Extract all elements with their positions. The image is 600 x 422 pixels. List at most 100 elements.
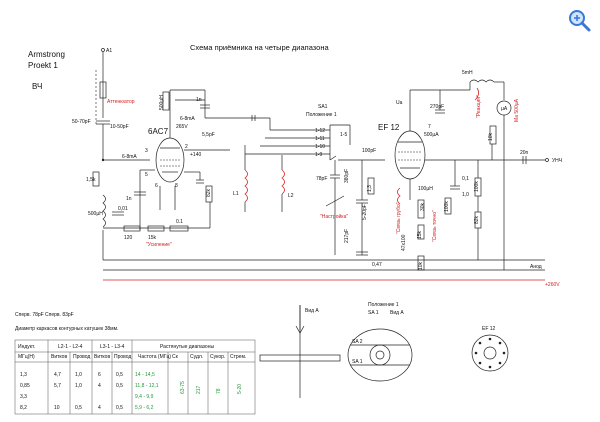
- antenna-input: A1 Аттенюатор 50-70pF 10-50pF 6-8mA 1,5k…: [72, 48, 150, 260]
- attenuator-label: Аттенюатор: [107, 99, 135, 105]
- table-cell: 0,5: [116, 405, 123, 411]
- switch-sa1-label: SA 1: [368, 310, 379, 316]
- pin-1-10: 1-10: [315, 144, 325, 150]
- coil-l2: L2: [281, 155, 294, 212]
- cur500-label: 500µA: [424, 132, 439, 138]
- switch-sa1: SA1 Положение 1 1-12 1-11 1-10 1-9 1-5: [245, 104, 358, 161]
- c5-20-label: 5-20pF: [362, 204, 368, 220]
- table-cell: 4,7: [54, 372, 61, 378]
- c047-label: 0,47: [372, 262, 382, 268]
- section-label: ВЧ: [32, 82, 42, 91]
- table-cell: 8,2: [20, 405, 27, 411]
- choke-5mh-label: 5mH: [462, 70, 473, 76]
- pin7-label: 7: [428, 124, 431, 130]
- plate-choke-label: 500µH: [159, 95, 165, 110]
- r10k-b-label: 10k: [488, 132, 494, 141]
- note-diameter: Диаметр каркасов контурных катушек 38мм.: [15, 326, 118, 332]
- pin-1-9: 1-9: [315, 152, 322, 158]
- antenna-label: A1: [106, 48, 112, 54]
- v140-label: +140: [190, 152, 201, 158]
- col-mkh: МГц(Н): [18, 354, 35, 360]
- pin-1-11: 1-11: [315, 136, 325, 142]
- pin-1-5: 1-5: [340, 132, 347, 138]
- meter-label: Ма 500µA: [514, 98, 520, 122]
- table-cell: 9,4 - 9,9: [135, 394, 154, 400]
- regen-label: "Реакция": [476, 95, 482, 118]
- ua-label: Ua: [396, 100, 403, 106]
- coupling-fine-label: "Связь точно": [432, 210, 438, 242]
- v260-rail-label: +260V: [545, 282, 560, 288]
- zoom-in-button[interactable]: [566, 8, 592, 34]
- table-cell: 11,8 - 12,1: [135, 383, 159, 389]
- table-cell: 5,7: [54, 383, 61, 389]
- table-cell: 0,85: [20, 383, 30, 389]
- tube1-label: 6AC7: [148, 127, 169, 136]
- c20n-label: 20n: [520, 150, 529, 156]
- c270-label: 270pF: [430, 104, 444, 110]
- tuning-label: "Настройка": [320, 213, 348, 220]
- coil-l1: L1: [233, 145, 248, 212]
- table-cell: 0,5: [116, 383, 123, 389]
- c01-label: 0,1: [462, 176, 469, 182]
- r120-label: 120: [124, 235, 133, 241]
- pin6-label: 6: [155, 183, 158, 189]
- sa1-label: SA1: [318, 104, 328, 110]
- cap-range-label: 50-70pF: [72, 119, 91, 125]
- col-sukor: Сукор.: [210, 354, 225, 360]
- view-a-label: Вид А: [305, 308, 319, 314]
- cap-5-5-label: 5,5pF: [202, 132, 215, 138]
- tube-ef12: EF 12 7 500µA Ua 270pF 100µH 30k "Связь …: [378, 89, 482, 271]
- table-cell: 3,3: [20, 394, 27, 400]
- col-vitkov-1: Витков: [51, 354, 67, 360]
- switch-pos-label: Положение 1: [368, 302, 399, 308]
- cap-1n-top-label: 1n: [196, 97, 202, 103]
- col-freq: Частота (МГц): [138, 354, 171, 360]
- pin3-label: 3: [145, 148, 148, 154]
- r1-3-label: 1,3: [367, 185, 373, 192]
- cap-001-label: 0,01: [118, 206, 128, 212]
- cap-10-50-label: 10-50pF: [110, 124, 129, 130]
- group-l3: L3-1 - L3-4: [100, 344, 125, 350]
- switch-sa1b-label: SA 1: [352, 359, 363, 365]
- page-title: Схема приёмника на четыре диапазона: [190, 43, 329, 52]
- pin-1-12: 1-12: [315, 128, 325, 134]
- pin2-label: 2: [185, 144, 188, 150]
- cap-1n-mid-label: 1n: [126, 196, 132, 202]
- c78-label: 78pF: [316, 176, 327, 182]
- sa1-pos-label: Положение 1: [306, 112, 337, 118]
- coil-table: Индукт. МГц(Н) L2-1 - L2-4 L3-1 - L3-4 Р…: [14, 339, 256, 415]
- voltage-265-label: 265V: [176, 124, 188, 130]
- r-1-5k-label: 1,5k: [86, 177, 96, 183]
- pin5-label: 5: [145, 172, 148, 178]
- coil-500uh-label: 500µH: [88, 211, 103, 217]
- table-cell: 0,5: [116, 372, 123, 378]
- ef12-base-label: EF 12: [482, 326, 496, 332]
- r100k-label: 100k: [444, 201, 450, 212]
- tube1-wiring: 500µH 6-8mA 265V 1n 5,5pF +140 82k 1n 0,…: [103, 89, 270, 248]
- r82k-label: 82k: [206, 188, 212, 197]
- switch-view-drawing: Вид А Положение 1 SA 1 Вид А SA 2 SA 1 E…: [259, 302, 509, 398]
- regeneration-circuit: 5mH "Реакция" µA Ма 500µA 10k 20n УНЧ: [462, 70, 562, 270]
- r15k-label: 15k: [148, 235, 157, 241]
- value-strem: 5-20: [237, 384, 243, 394]
- coupling-coarse-label: "Связь грубо": [396, 202, 402, 234]
- pin4-label: 6-8mA: [122, 154, 137, 160]
- l1-label: L1: [233, 191, 239, 197]
- table-cell: 5,9 - 6,2: [135, 405, 154, 411]
- col-provod-1: Провод: [73, 354, 90, 360]
- r82k-b-label: 82k: [474, 215, 480, 224]
- value-sk: 63-75: [180, 381, 186, 394]
- meter-symbol: µA: [501, 106, 508, 112]
- table-cell: 14 - 14,5: [135, 372, 155, 378]
- tube-6ac7: 6AC7 3 5 6 8 2: [145, 127, 188, 189]
- tuning-section: 78pF 380pF "Настройка" 217pF 5-20pF 100p…: [316, 148, 385, 268]
- col-induct: Индукт.: [18, 344, 35, 350]
- pin8-label: 8: [175, 183, 178, 189]
- anode-rail-label: Анод: [530, 264, 542, 270]
- r15k-b-label: 15k: [417, 230, 423, 239]
- r01-label: 0.1: [176, 219, 183, 225]
- switch-sa2-label: SA 2: [352, 339, 363, 345]
- r30k-label: 30k: [420, 202, 426, 211]
- group-ranges: Растянутые диапазоны: [160, 344, 214, 350]
